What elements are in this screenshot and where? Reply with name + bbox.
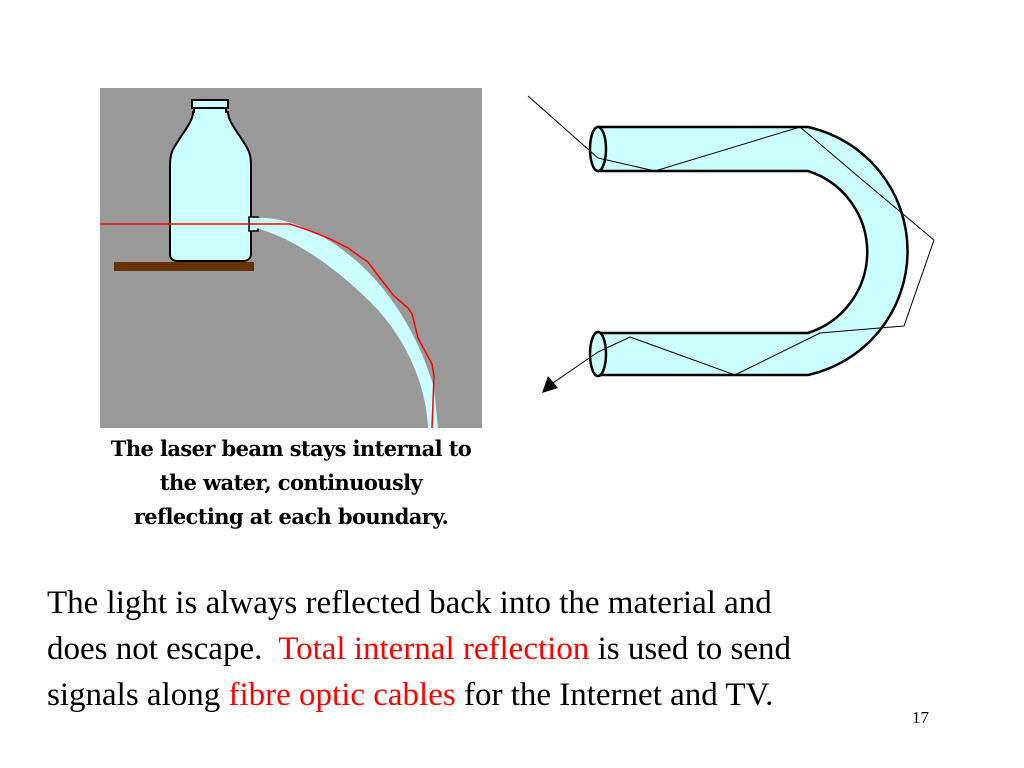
body-line-1: The light is always reflected back into … — [47, 585, 772, 621]
bottle-laser-illustration — [100, 88, 482, 428]
body-line-2: does not escape. Total internal reflecti… — [47, 626, 987, 672]
outgoing-arrowhead — [542, 376, 558, 393]
caption-line-2: the water, continuously — [159, 470, 423, 495]
outgoing-ray — [549, 351, 599, 386]
caption-line-3: reflecting at each boundary. — [133, 504, 449, 529]
body-line-2-start: does not escape. — [47, 631, 279, 667]
slide-number: 17 — [912, 708, 929, 727]
fibre-end-bottom — [588, 330, 608, 378]
fibre-end-top — [588, 125, 608, 173]
water-bottle — [169, 99, 252, 262]
body-paragraph: The light is always reflected back into … — [47, 580, 987, 718]
shelf — [114, 262, 254, 271]
total-internal-reflection-term: Total internal reflection — [278, 631, 590, 667]
fibre-tube — [596, 125, 909, 377]
body-line-3: signals along fibre optic cables for the… — [47, 672, 987, 718]
bottle-caption: The laser beam stays internal to the wat… — [96, 432, 486, 534]
water-stream — [256, 217, 438, 428]
reflected-ray-path — [597, 126, 935, 376]
bottle-cap — [191, 99, 229, 109]
body-line-3-start: signals along — [47, 677, 229, 713]
caption-line-1: The laser beam stays internal to — [110, 436, 472, 461]
laser-beam — [100, 223, 435, 428]
body-line-2-end: is used to send — [589, 631, 791, 667]
body-line-3-end: for the Internet and TV. — [455, 677, 774, 713]
incoming-ray — [527, 95, 599, 159]
u-shaped-fibre-illustration — [527, 95, 935, 393]
fibre-optic-cables-term: fibre optic cables — [228, 677, 456, 713]
